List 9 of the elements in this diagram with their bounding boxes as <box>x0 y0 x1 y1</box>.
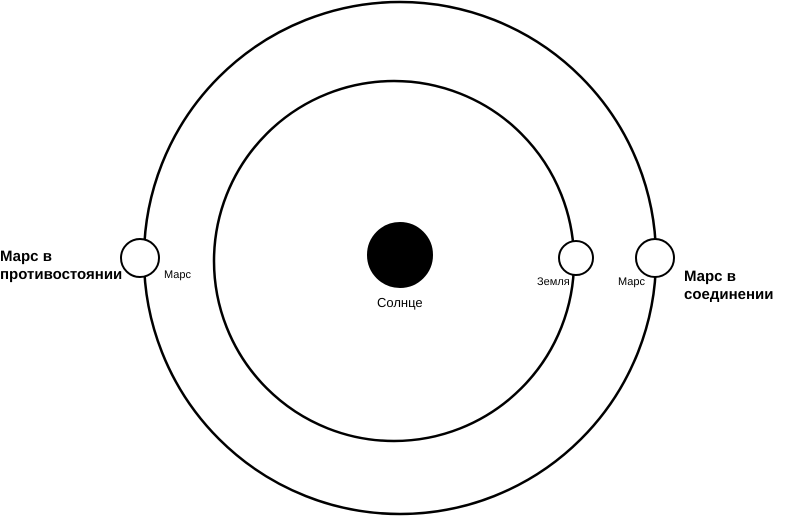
body-label: Земля <box>537 276 570 290</box>
planet-circle <box>120 238 160 278</box>
body-label: Марс <box>618 276 646 290</box>
body-label: Марс <box>164 269 192 282</box>
body-label: Солнце <box>377 295 423 311</box>
planet-circle <box>558 240 594 276</box>
position-label: Марс в соединении <box>684 268 774 304</box>
position-label: Марс в противостоянии <box>0 248 124 284</box>
planet-circle <box>635 238 675 278</box>
